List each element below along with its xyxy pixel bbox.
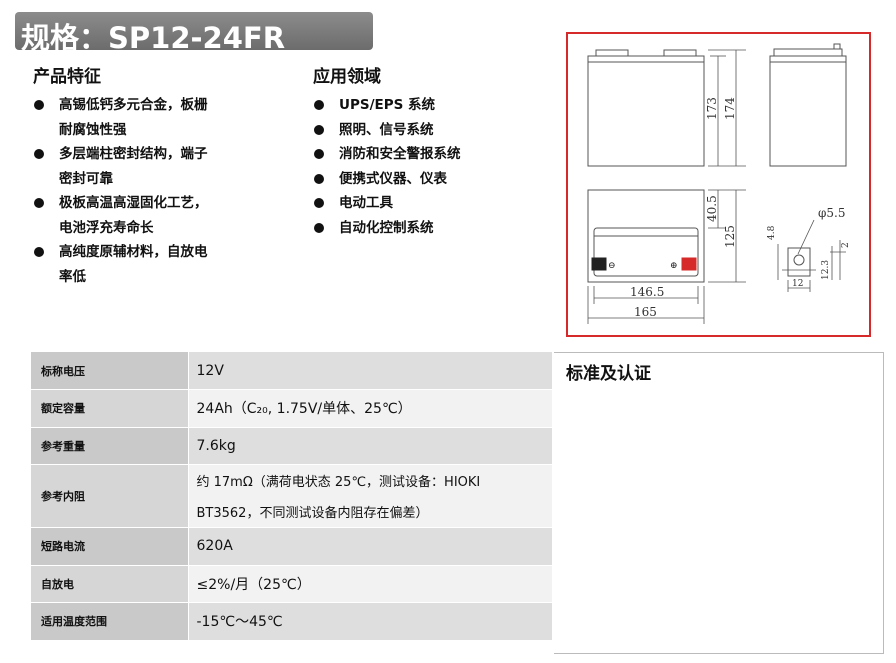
spec-value: -15℃～45℃ [187, 602, 552, 641]
dim-12: 12 [792, 279, 803, 289]
spec-label: 自放电 [31, 565, 188, 603]
table-row: 自放电 ≤2%/月（25℃） [31, 565, 552, 603]
spec-value-line1: 约 17mΩ（满荷电状态 25℃，测试设备：HIOKI [196, 475, 481, 490]
dim-40-5: 40.5 [705, 195, 719, 222]
dim-12-3: 12.3 [821, 260, 831, 280]
application-item: UPS/EPS 系统 [313, 93, 461, 118]
bullet-icon [314, 173, 324, 184]
spec-value-line2: BT3562，不同测试设备内阻存在偏差） [196, 506, 429, 521]
bullet-icon [314, 149, 324, 159]
feature-item: 极板高温高湿固化工艺，电池浮充寿命长 [33, 191, 208, 240]
features-heading: 产品特征 [33, 67, 101, 87]
feature-item: 高锡低钙多元合金，板栅耐腐蚀性强 [33, 93, 208, 142]
table-row: 参考内阻 约 17mΩ（满荷电状态 25℃，测试设备：HIOKI BT3562，不… [31, 464, 552, 528]
spec-value: 约 17mΩ（满荷电状态 25℃，测试设备：HIOKI BT3562，不同测试设备… [187, 464, 552, 528]
table-row: 参考重量 7.6kg [31, 427, 552, 465]
application-item: 消防和安全警报系统 [313, 142, 461, 167]
bullet-icon [34, 198, 44, 208]
table-row: 适用温度范围 -15℃～45℃ [31, 602, 552, 641]
application-item: 电动工具 [313, 191, 461, 216]
spec-value: 7.6kg [187, 427, 552, 465]
table-row: 短路电流 620A [31, 527, 552, 566]
dimension-drawing: 173 174 ⊖ ⊕ 40.5 125 [566, 32, 871, 337]
feature-item: 高纯度原辅材料，自放电率低 [33, 240, 208, 289]
bullet-icon [314, 198, 324, 208]
dim-174: 174 [723, 97, 737, 120]
bullet-icon [314, 124, 324, 135]
spec-value: ≤2%/月（25℃） [187, 565, 552, 603]
bullet-icon [34, 100, 44, 110]
dim-125: 125 [723, 225, 737, 248]
terminal-plus-icon: ⊕ [670, 261, 678, 271]
bullet-icon [314, 100, 324, 110]
specs-table: 标称电压 12V 额定容量 24Ah（C₂₀, 1.75V/单体、25℃） 参考… [31, 352, 552, 641]
certification-heading: 标准及认证 [566, 364, 651, 384]
spec-value: 12V [187, 352, 552, 390]
terminal-detail: φ5.5 4.8 2 12.3 12 [767, 206, 851, 292]
spec-label: 参考重量 [31, 427, 188, 465]
side-view [769, 43, 847, 167]
applications-list: UPS/EPS 系统 照明、信号系统 消防和安全警报系统 便携式仪器、仪表 电动… [313, 93, 461, 240]
dim-4-8: 4.8 [767, 225, 777, 240]
top-view: ⊖ ⊕ 40.5 125 146.5 165 [587, 189, 746, 324]
table-row: 标称电压 12V [31, 352, 552, 390]
spec-value: 620A [187, 527, 552, 566]
certification-panel: 标准及认证 [554, 352, 884, 654]
spec-label: 参考内阻 [31, 464, 188, 528]
spec-label: 短路电流 [31, 527, 188, 566]
dim-hole: φ5.5 [818, 206, 846, 220]
dim-165: 165 [634, 305, 657, 319]
applications-heading: 应用领域 [313, 67, 381, 87]
page-title: 规格：SP12-24FR [21, 21, 286, 55]
dim-146-5: 146.5 [630, 285, 664, 299]
features-list: 高锡低钙多元合金，板栅耐腐蚀性强 多层端柱密封结构，端子密封可靠 极板高温高湿固… [33, 93, 208, 289]
terminal-plus [681, 257, 697, 271]
bullet-icon [34, 247, 44, 257]
spec-label: 适用温度范围 [31, 602, 188, 641]
spec-value: 24Ah（C₂₀, 1.75V/单体、25℃） [187, 389, 552, 428]
table-row: 额定容量 24Ah（C₂₀, 1.75V/单体、25℃） [31, 389, 552, 428]
terminal-minus [591, 257, 607, 271]
dim-2: 2 [841, 242, 851, 248]
front-view: 173 174 [587, 49, 746, 167]
bullet-icon [34, 149, 44, 159]
application-item: 自动化控制系统 [313, 216, 461, 241]
feature-item: 多层端柱密封结构，端子密封可靠 [33, 142, 208, 191]
spec-label: 标称电压 [31, 352, 188, 390]
spec-label: 额定容量 [31, 389, 188, 428]
dim-173: 173 [705, 97, 719, 120]
terminal-minus-icon: ⊖ [608, 261, 616, 271]
application-item: 便携式仪器、仪表 [313, 167, 461, 192]
dimension-drawing-svg: 173 174 ⊖ ⊕ 40.5 125 [587, 43, 851, 324]
bullet-icon [314, 222, 324, 233]
title-bar: 规格：SP12-24FR [15, 12, 373, 55]
application-item: 照明、信号系统 [313, 118, 461, 143]
